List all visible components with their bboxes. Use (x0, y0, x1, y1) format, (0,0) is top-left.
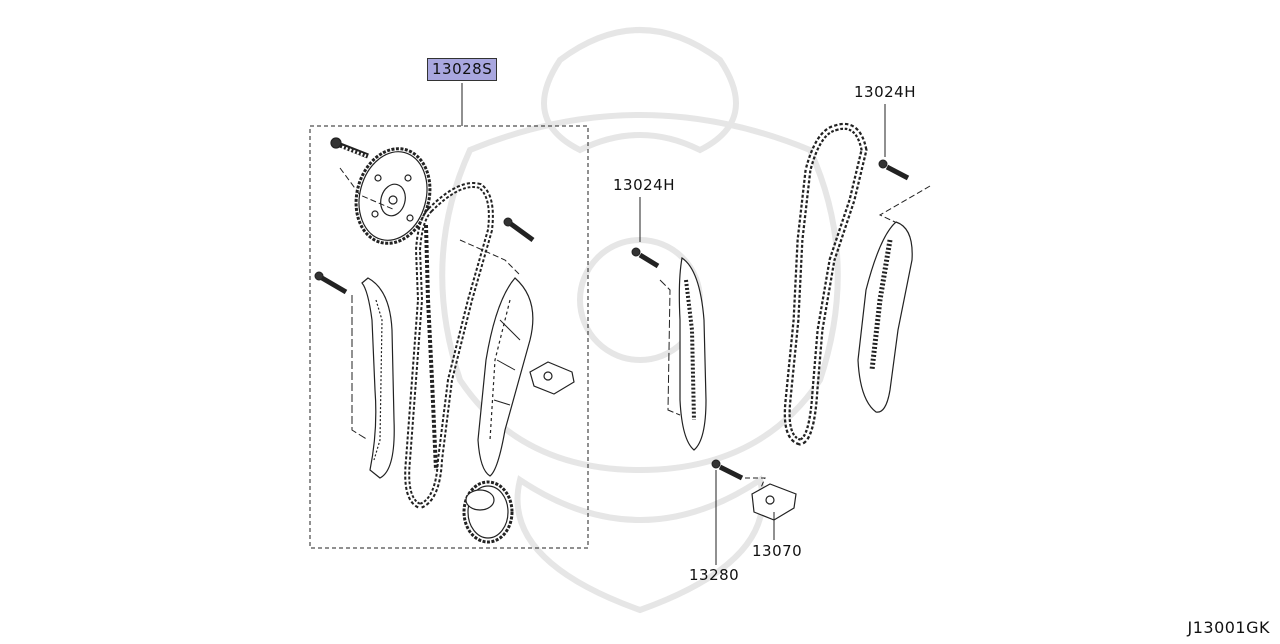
guide-bolt-right-icon (878, 159, 910, 181)
diagram-id-label: J13001GK (1187, 618, 1270, 637)
chain-tensioner-block-icon (529, 361, 575, 395)
callout-13280[interactable]: 13280 (689, 566, 740, 584)
tensioner-arm-icon (477, 277, 534, 477)
callout-13070[interactable]: 13070 (752, 542, 803, 560)
chain-guide-middle-icon (678, 256, 707, 451)
pivot-bolt-icon (503, 217, 535, 243)
fixed-chain-guide-icon (361, 277, 395, 479)
chain-guide-right-icon (857, 221, 913, 413)
callout-13028S[interactable]: 13028S (427, 58, 498, 81)
sprocket-bolt-icon (330, 137, 369, 159)
callout-13024H-middle[interactable]: 13024H (613, 176, 675, 194)
chain-tensioner-icon (751, 483, 797, 521)
guide-bolt-middle-icon (631, 247, 660, 269)
tensioner-bolt-icon (711, 459, 744, 481)
guide-bolt-icon (314, 271, 348, 295)
callout-13024H-right[interactable]: 13024H (854, 83, 916, 101)
crankshaft-sprocket-icon (462, 480, 514, 544)
camshaft-sprocket-icon (354, 147, 432, 245)
